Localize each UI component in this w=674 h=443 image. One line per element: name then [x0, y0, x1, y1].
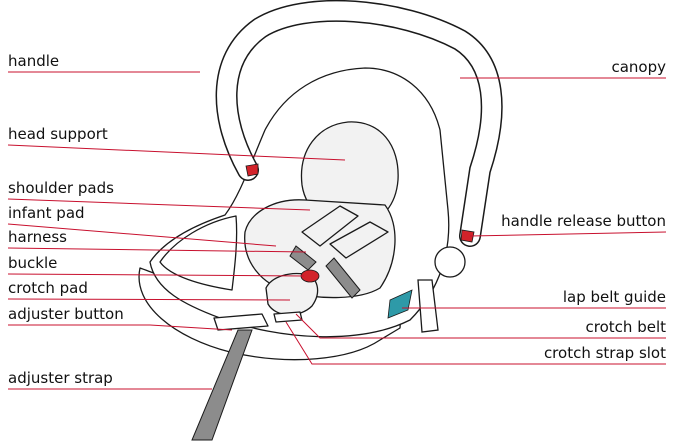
label-infant-pad: infant pad [8, 204, 85, 222]
label-head-support: head support [8, 125, 108, 143]
label-lap-belt-guide: lap belt guide [563, 288, 666, 306]
label-handle-release-button: handle release button [501, 212, 666, 230]
label-adjuster-button: adjuster button [8, 305, 124, 323]
label-crotch-belt: crotch belt [586, 318, 666, 336]
handle-hub-right [435, 247, 465, 277]
label-canopy: canopy [611, 58, 666, 76]
label-buckle: buckle [8, 254, 57, 272]
label-adjuster-strap: adjuster strap [8, 369, 113, 387]
label-crotch-pad: crotch pad [8, 279, 88, 297]
handle-lower-post [418, 280, 438, 332]
label-shoulder-pads: shoulder pads [8, 179, 114, 197]
handle-red-clip-left [246, 164, 258, 176]
leader-handle-release-button [470, 232, 666, 236]
crotch-strap-slot-shape [274, 312, 302, 322]
label-crotch-strap-slot: crotch strap slot [544, 344, 666, 362]
label-handle: handle [8, 52, 59, 70]
label-harness: harness [8, 228, 67, 246]
